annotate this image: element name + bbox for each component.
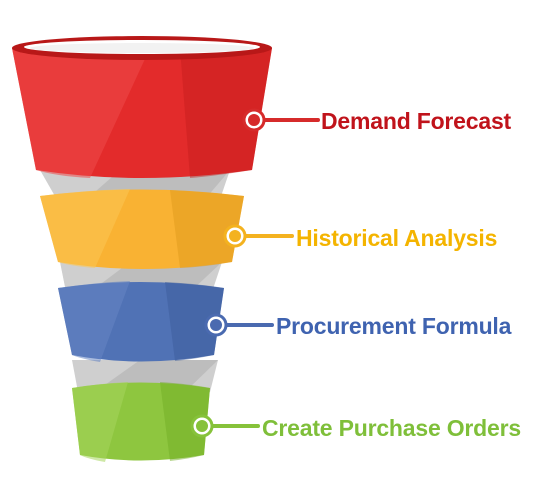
stage-1-shadow <box>180 48 272 178</box>
pointer-dot-3-core <box>210 319 222 331</box>
stage-4-shadow <box>160 382 210 461</box>
stage-3-shadow <box>165 282 224 361</box>
stage-2-highlight <box>40 189 130 268</box>
stage-label-create-purchase-orders: Create Purchase Orders <box>262 415 521 441</box>
pointer-dot-4-core <box>196 420 208 432</box>
pointer-dot-1-core <box>248 114 260 126</box>
stage-2-shadow <box>170 190 244 268</box>
funnel-stage-procurement-formula <box>58 281 224 362</box>
stage-1-highlight <box>12 48 150 178</box>
funnel-stage-historical-analysis <box>40 189 244 269</box>
stage-label-procurement-formula: Procurement Formula <box>276 313 512 339</box>
funnel-stage-create-purchase-orders <box>72 382 210 462</box>
stage-4-highlight <box>72 382 128 462</box>
stage-3-highlight <box>58 281 130 362</box>
funnel-stage-demand-forecast <box>12 36 272 178</box>
pointer-dot-2-core <box>229 230 241 242</box>
stage-label-historical-analysis: Historical Analysis <box>296 225 498 251</box>
stage-1-rim-opening <box>30 43 254 53</box>
stage-label-demand-forecast: Demand Forecast <box>321 108 512 134</box>
label-pointers <box>190 108 320 438</box>
